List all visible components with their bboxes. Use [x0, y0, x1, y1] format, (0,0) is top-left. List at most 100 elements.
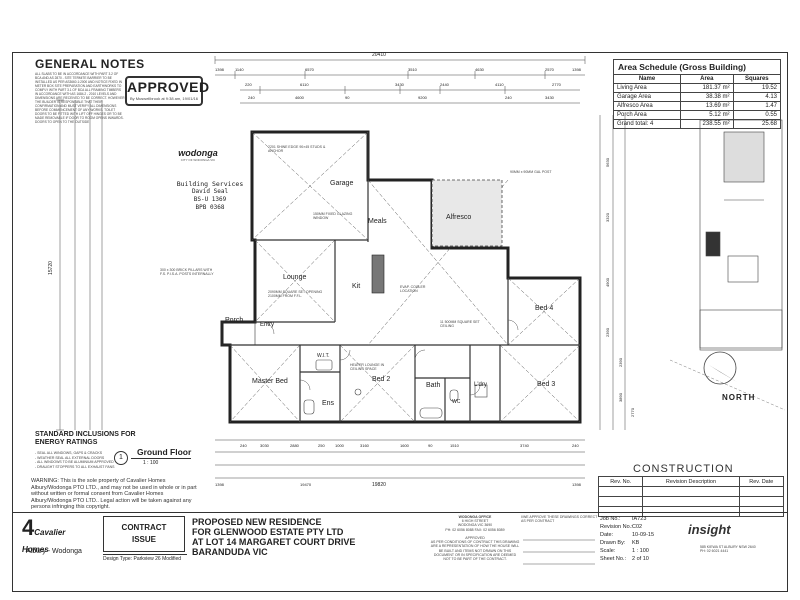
dim-row1-0: 1398 [215, 67, 224, 72]
dim-row1-1: 1140 [235, 67, 244, 72]
approved-label: APPROVED [127, 79, 210, 95]
room-alfresco: Alfresco [446, 214, 472, 221]
view-number-circle: 1 [114, 451, 128, 465]
note-ceiling: 11 500MM SQUARE SET CEILING [440, 320, 480, 328]
dim-right-3: 2390 [604, 328, 610, 337]
drawing-sheet-border [12, 52, 788, 592]
construction-label: CONSTRUCTION [633, 463, 734, 475]
room-lounge: Lounge [283, 274, 307, 281]
table-row [597, 486, 785, 497]
general-notes-title: GENERAL NOTES [35, 57, 145, 71]
dim-bottom-7: 90 [428, 443, 433, 448]
room-porch: Porch [225, 317, 244, 324]
dim-row1-6: 1398 [572, 67, 581, 72]
room-kit: Kit [352, 283, 361, 290]
dim-row2-0: 220 [245, 82, 252, 87]
job-info: Job No.:IA723 Revision No.:C02 Date: 10-0… [600, 515, 682, 563]
dim-bottom-10: 240 [572, 443, 579, 448]
sheet-value: 2 of 10 [632, 556, 649, 562]
date-label: Date: [600, 532, 614, 538]
drawn-row: Drawn By: KB [600, 539, 682, 547]
dim-bottom2-2: 1398 [572, 482, 581, 487]
note-pillars: 300 x 300 BRICK PILLARS WITH F.S. P.I.S.… [160, 268, 214, 276]
general-notes-text: ALL SLABS TO BE IN ACCORDANCE WITH PART … [35, 72, 126, 124]
dim-bottom2-0: 1398 [215, 482, 224, 487]
council-sub: CITY OF WODONGA VIC [180, 158, 216, 162]
approved-sub: By Muswellbrook at 9:38 am, 19/01/16 [129, 96, 199, 101]
note-alfresco-post: 90MM x 90MM GAL POST [510, 170, 552, 174]
rev-header-no: Rev. No. [597, 476, 644, 487]
rev-value: C02 [632, 524, 643, 530]
porch-outline [221, 321, 256, 346]
room-meals: Meals [368, 218, 387, 225]
scale-value: 1 : 100 [632, 548, 649, 554]
insight-address: 585 KIEWA ST ALBURY NSW 2640 PH: 02 6021… [700, 545, 756, 553]
dim-row2-1: 6110 [300, 82, 309, 87]
rev-header-date: Rev. Date [738, 476, 785, 487]
dim-bottom-9: 3740 [520, 443, 529, 448]
drawn-value: KB [632, 540, 640, 546]
dim-right-2: 4900 [604, 278, 610, 287]
cavalier-name: Cavalier Homes [22, 528, 66, 554]
view-title: Ground Floor [137, 447, 192, 457]
dim-row1-3: 3510 [408, 67, 417, 72]
note-opening: 2090MM SQUARE SET OPENING 2100MM FROM F.… [268, 290, 323, 298]
north-arrow-circle [703, 351, 737, 385]
office-block: WODONGA OFFICE 6 HIGH STREET WODONGA VIC… [430, 515, 520, 561]
dim-row1-4: 4630 [475, 67, 484, 72]
dim-bottom-2: 2880 [290, 443, 299, 448]
cavalier-logo-mark: 4 [22, 515, 35, 540]
date-value: 10-09-15 [632, 532, 655, 538]
dim-bottom-0: 240 [240, 443, 247, 448]
sheet-row: Sheet No.:2 of 10 [600, 555, 682, 563]
drawn-label: Drawn By: [600, 540, 626, 546]
room-laundry: L'dry [474, 382, 487, 388]
project-line4: BARANDUDA VIC [192, 547, 268, 557]
contract-issue-box: CONTRACT ISSUE [103, 516, 185, 552]
cavalier-logo: 4Cavalier Homes [22, 517, 82, 557]
room-bed4: Bed 4 [535, 305, 554, 312]
dim-bottom-1: 3030 [260, 443, 269, 448]
council-logo: wodonga CITY OF WODONGA VIC [168, 148, 228, 162]
dimension-lines [59, 59, 626, 479]
dim-row2-5: 2770 [552, 82, 561, 87]
standard-inclusions-title: STANDARD INCLUSIONS FOR ENERGY RATINGS [35, 431, 136, 446]
table-row [597, 496, 785, 507]
bs-line3: BS-U 1369 [193, 196, 227, 203]
dim-right-1: 3320 [604, 213, 610, 222]
dim-top-total: 20410 [372, 52, 386, 58]
standard-inclusions-items: - SEAL ALL WINDOWS, GAPS & CRACKS - WEAT… [35, 451, 115, 469]
dim-row2-3: 2440 [440, 82, 449, 87]
dim-right-4: 2390 [617, 358, 623, 367]
office-title: WODONGA OFFICE [458, 515, 492, 519]
dim-right-5: 3890 [617, 393, 623, 402]
north-arrow [669, 351, 786, 411]
project-line2: FOR GLENWOOD ESTATE PTY LTD [192, 527, 344, 537]
signature-lines [523, 539, 595, 565]
note-heater: HEATER LOUNGE IN CEILING SPACE [350, 363, 385, 371]
dim-left-total: 15720 [47, 261, 54, 275]
note-cooler: EVAP. COOLER LOCATION [400, 285, 426, 293]
dim-bottom-4: 1000 [335, 443, 344, 448]
fixtures [303, 359, 488, 419]
project-line3: AT LOT 14 MARGARET COURT DRIVE [192, 537, 356, 547]
bs-line2: David Seal [191, 188, 229, 195]
north-label: NORTH [722, 393, 756, 402]
north-arrow-head [709, 365, 737, 382]
room-wir: W.I.T. [317, 353, 330, 359]
ceiling-diagonals [229, 131, 581, 423]
view-title-underline [131, 458, 191, 459]
dim-row3-3: 9200 [418, 95, 427, 100]
note-glazing: 150MM FIXED GLAZING WINDOW [313, 212, 353, 220]
job-no-value: IA723 [632, 516, 647, 522]
room-bath: Bath [426, 382, 441, 389]
dim-row1-2: 6570 [305, 67, 314, 72]
area-schedule-table: Area Schedule (Gross Building) Name Area… [613, 59, 782, 129]
job-no-row: Job No.:IA723 [600, 515, 682, 523]
rev-row: Revision No.:C02 [600, 523, 682, 531]
rev-label: Revision No.: [600, 524, 633, 530]
contract-issue-line2: ISSUE [131, 535, 156, 544]
date-row: Date: 10-09-15 [600, 531, 682, 539]
dim-right-6: 2770 [629, 408, 635, 417]
